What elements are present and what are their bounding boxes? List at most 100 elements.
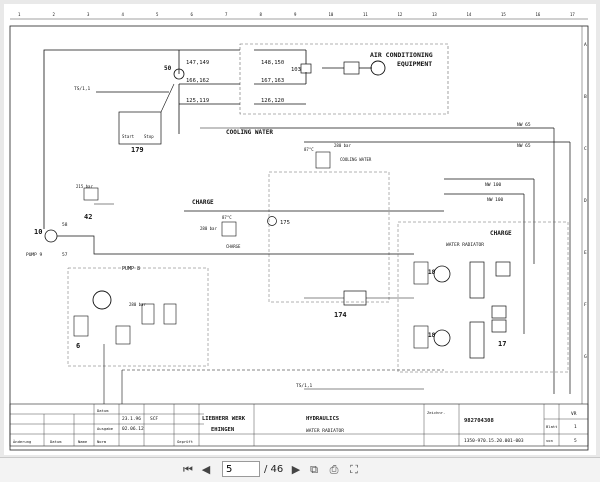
- aircon-box: [239, 43, 449, 115]
- grid-top-number: 2: [53, 12, 56, 17]
- port-126: 126,120: [261, 98, 284, 104]
- gauge-175-icon: [267, 216, 277, 226]
- col-name: Name: [78, 439, 88, 444]
- cooling-water-small: COOLING WATER: [340, 157, 372, 162]
- pump8-label: PUMP 8: [122, 266, 140, 272]
- grid-right-letter: F: [584, 302, 587, 308]
- item-103: 103: [291, 67, 301, 73]
- thermo-valve-icon: [315, 151, 331, 169]
- port-nw65-b: NW 65: [517, 143, 531, 149]
- grid-top-number: 3: [87, 12, 90, 17]
- print-icon[interactable]: ⎙: [329, 463, 339, 476]
- page-number-input[interactable]: [222, 461, 260, 477]
- grid-top-number: 17: [570, 12, 575, 17]
- port-ts-bottom: TS/1,1: [296, 383, 313, 389]
- grid-right-letter: C: [584, 146, 587, 152]
- setting-280-a: 280 bar: [334, 143, 351, 148]
- charge-small-label: CHARGE: [226, 244, 241, 249]
- col-datum: Datum: [50, 439, 62, 444]
- temp-87-a: 87°C: [304, 147, 314, 152]
- grid-top-number: 10: [329, 12, 334, 17]
- radiator-b-icon: [469, 321, 485, 359]
- pump-8-icon: [92, 290, 112, 310]
- water-radiator-box: [397, 221, 569, 373]
- skip-first-icon[interactable]: ⏮: [183, 463, 193, 476]
- item-18-a: 18: [428, 269, 436, 276]
- port-125: 125,119: [186, 98, 209, 104]
- grid-top-number: 7: [225, 12, 228, 17]
- tb-von: von: [546, 438, 553, 443]
- grid-top-number: 4: [122, 12, 125, 17]
- tb-sheets: 5: [574, 438, 577, 444]
- setting-280-b: 280 bar: [200, 226, 217, 231]
- item-58: 58: [62, 222, 68, 228]
- tb-drawing-no: 982704308: [464, 418, 494, 424]
- grid-right-letter: G: [584, 354, 587, 360]
- port-nw100-b: NW 100: [487, 197, 504, 203]
- port-166: 166,162: [186, 78, 209, 84]
- equipment-label: EQUIPMENT: [397, 60, 432, 68]
- item-17: 17: [498, 340, 506, 348]
- page-thumbnails-icon[interactable]: ⧉: [310, 463, 318, 476]
- item-18-b: 18: [428, 332, 436, 339]
- port-nw65-a: NW 65: [517, 122, 531, 128]
- col-aenderung: Änderung: [13, 439, 31, 444]
- tb-blatt: Blatt: [546, 424, 557, 429]
- grid-top-number: 9: [294, 12, 297, 17]
- cooling-water-label: COOLING WATER: [226, 129, 273, 136]
- switch-179-icon: [118, 111, 162, 145]
- pump-9-icon: [44, 229, 58, 243]
- gauge-50-icon: [173, 68, 185, 80]
- grid-right-letter: D: [584, 198, 587, 204]
- viewer-toolbar: ⏮ ◀ / 46 ▶ ⧉ ⎙ ⛶: [0, 457, 600, 482]
- motor-18a-icon: [433, 265, 451, 283]
- item-174: 174: [334, 311, 347, 319]
- tb-norm: Norm: [97, 439, 107, 444]
- aircon-label: AIR CONDITIONING: [370, 51, 433, 59]
- grid-top-number: 12: [398, 12, 403, 17]
- item-57: 57: [62, 252, 68, 258]
- grid-top-number: 15: [501, 12, 506, 17]
- grid-top-number: 1: [18, 12, 21, 17]
- charge-label-left: CHARGE: [192, 199, 214, 206]
- item-50: 50: [164, 65, 172, 72]
- setting-280-c: 280 bar: [129, 302, 146, 307]
- radiator-a-icon: [469, 261, 485, 299]
- company-line1: LIEBHERR WERK: [202, 416, 246, 422]
- valve-174-icon: [343, 290, 367, 306]
- port-147: 147,149: [186, 60, 209, 66]
- grid-top-number: 5: [156, 12, 159, 17]
- grid-right-letter: E: [584, 250, 587, 256]
- grid-top-number: 11: [363, 12, 368, 17]
- setting-215: 215 bar: [76, 184, 93, 189]
- grid-top-number: 6: [191, 12, 194, 17]
- item-42: 42: [84, 213, 92, 221]
- item-6: 6: [76, 342, 80, 350]
- port-148: 148,150: [261, 60, 284, 66]
- stop-label: Stop: [144, 134, 154, 139]
- charge-label-right: CHARGE: [490, 230, 512, 237]
- tb-scf: SCF: [150, 416, 158, 422]
- tb-mark-small: VR: [571, 411, 577, 417]
- top-lines: [43, 49, 372, 229]
- motor-103-icon: [300, 63, 312, 74]
- grid-top-number: 14: [467, 12, 472, 17]
- tb-geprueft: Geprüft: [177, 439, 193, 444]
- grid-top-number: 13: [432, 12, 437, 17]
- fullscreen-icon[interactable]: ⛶: [350, 463, 358, 476]
- port-nw100-a: NW 100: [485, 182, 502, 188]
- page-total: / 46: [264, 464, 284, 475]
- next-page-icon[interactable]: ▶: [291, 463, 301, 476]
- company-line2: EHINGEN: [211, 427, 234, 433]
- prev-page-icon[interactable]: ◀: [201, 463, 211, 476]
- grid-top-number: 8: [260, 12, 263, 17]
- relief-valve-42-icon: [83, 187, 99, 201]
- tb-subtitle: WATER RADIATOR: [306, 428, 344, 434]
- item-179: 179: [131, 146, 144, 154]
- charge-valve-icon: [221, 221, 237, 237]
- tb-date1: 23.1.96: [122, 416, 141, 422]
